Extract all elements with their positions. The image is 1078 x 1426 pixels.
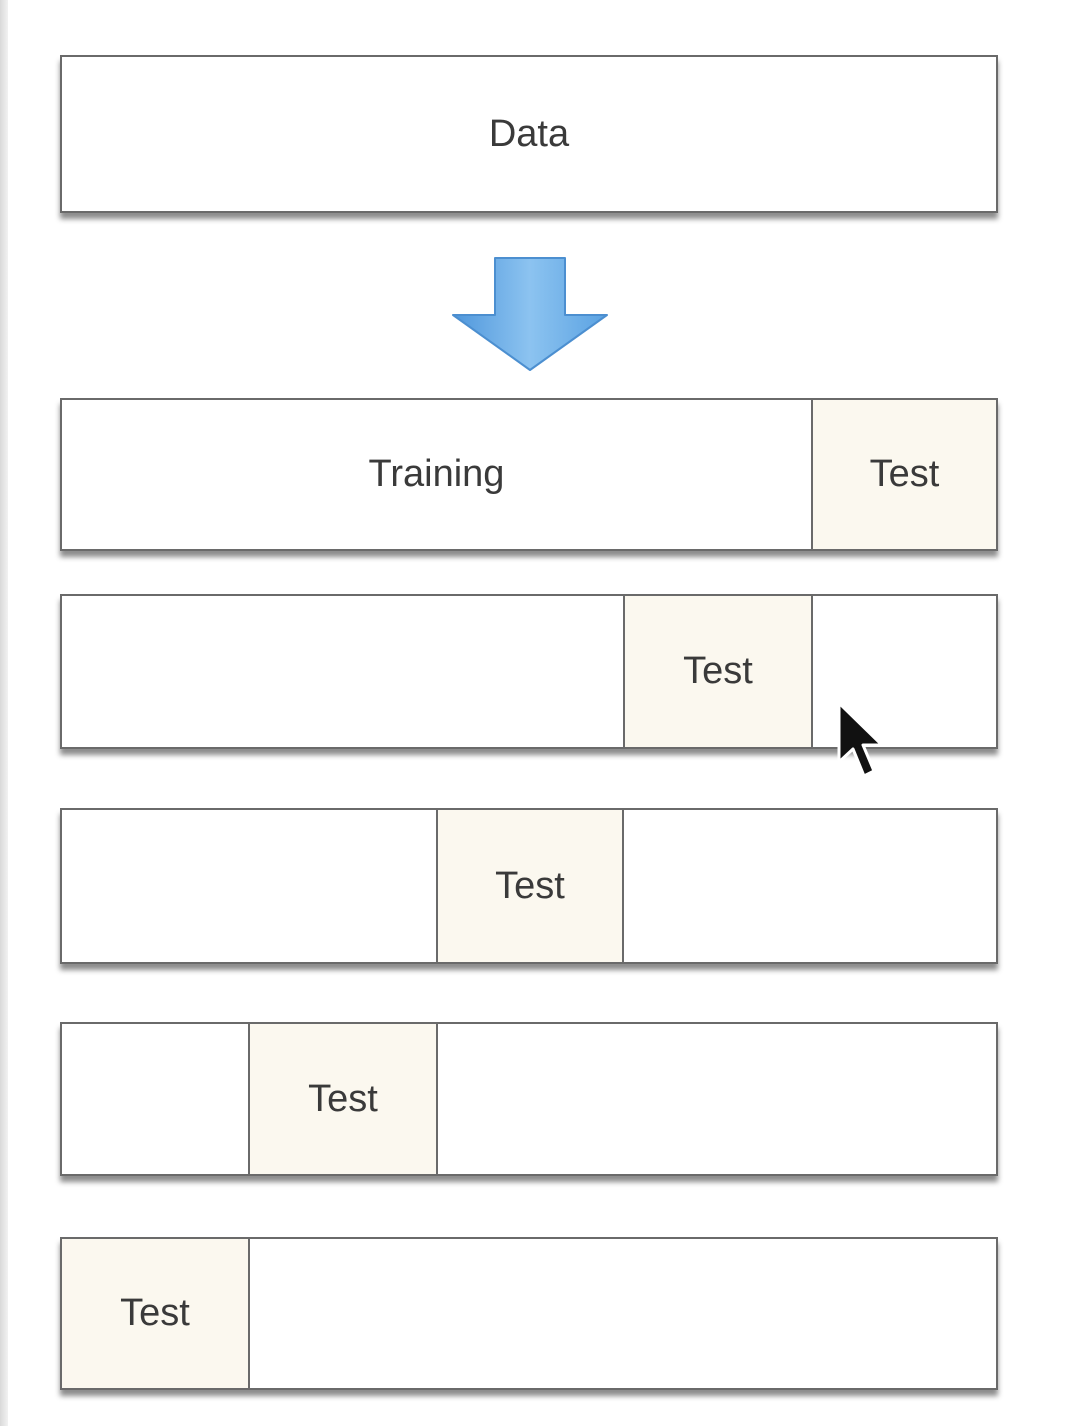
- train-segment: [62, 596, 623, 747]
- mouse-pointer-icon: [837, 701, 884, 778]
- fold-row-4: Test: [60, 1022, 998, 1176]
- train-segment: [250, 1239, 996, 1388]
- fold-row-3: Test: [60, 808, 998, 964]
- test-segment-5: Test: [62, 1239, 250, 1388]
- data-box: Data: [60, 55, 998, 213]
- train-segment: [624, 810, 996, 962]
- fold-row-2: Test: [60, 594, 998, 749]
- left-edge-shading: [0, 0, 8, 1426]
- down-arrow-icon: [452, 257, 608, 371]
- test-segment-4: Test: [248, 1024, 438, 1174]
- test-segment-3: Test: [436, 810, 624, 962]
- fold-row-1: Training Test: [60, 398, 998, 551]
- data-label: Data: [488, 112, 570, 155]
- train-segment: [62, 810, 436, 962]
- training-segment: Training: [368, 453, 505, 495]
- test-segment-2: Test: [623, 596, 813, 747]
- train-segment: [438, 1024, 996, 1174]
- test-segment-1: Test: [811, 400, 996, 549]
- train-segment: [62, 1024, 248, 1174]
- fold-row-5: Test: [60, 1237, 998, 1390]
